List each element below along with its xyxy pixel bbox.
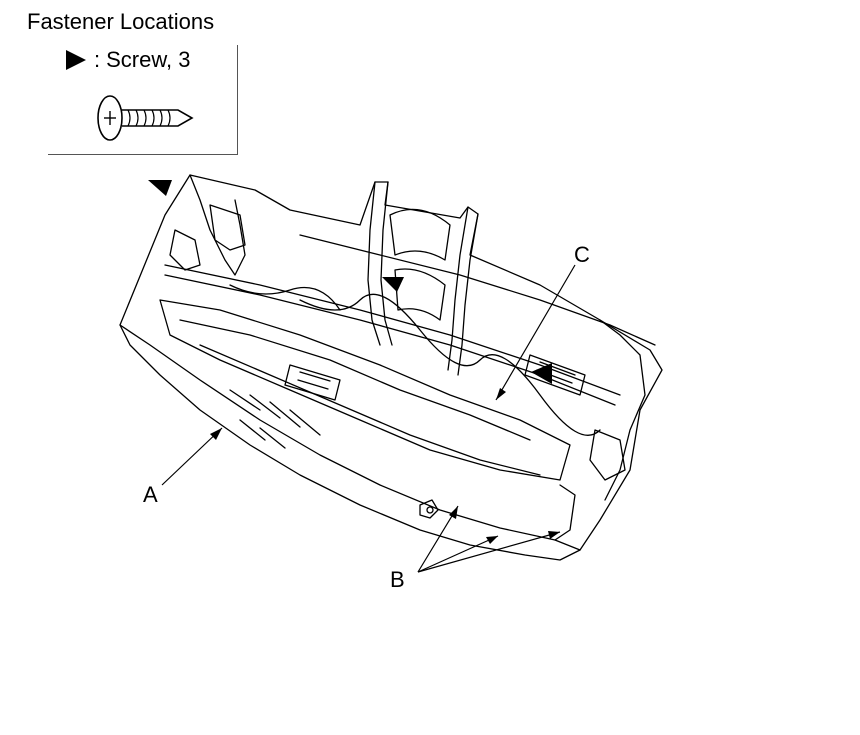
wire-harness <box>299 293 601 436</box>
cross-beam-rear <box>299 234 656 346</box>
right-bracket <box>599 319 646 501</box>
screw-marker-right <box>531 363 552 384</box>
screw-marker-left <box>148 180 172 196</box>
panel-inner-1 <box>159 299 571 481</box>
leader-line-b-3 <box>417 531 561 573</box>
leader-line-c <box>495 264 576 401</box>
leader-arrow-b-3 <box>548 531 560 539</box>
center-vent <box>284 364 341 401</box>
screw-marker-center <box>382 277 404 292</box>
leader-arrow-b-2 <box>486 536 498 544</box>
legend-separator: : <box>94 47 101 72</box>
callout-label-b: B <box>390 567 405 592</box>
leader-line-b-1 <box>417 505 459 573</box>
leader-line-b-2 <box>417 535 499 573</box>
panel-outline <box>119 174 663 561</box>
callout-label-a: A <box>143 482 158 507</box>
center-stay-right <box>447 206 469 371</box>
legend-label: Screw, 3 <box>106 47 191 72</box>
panel-inner-3 <box>199 344 541 476</box>
cross-beam-upper <box>164 264 621 396</box>
panel-hatching <box>229 389 321 449</box>
panel-lower-lip <box>119 324 581 551</box>
center-duct <box>389 208 451 261</box>
left-bracket <box>189 174 246 276</box>
center-stay-left <box>367 181 381 346</box>
cross-beam-lower <box>164 274 616 406</box>
callout-label-c: C <box>574 242 590 267</box>
leader-line-a <box>161 427 223 486</box>
leader-arrow-c <box>496 388 506 400</box>
panel-inner-2 <box>179 319 531 441</box>
clip-detail <box>419 499 439 519</box>
leader-arrow-b-1 <box>449 506 458 519</box>
page-title: Fastener Locations <box>27 9 215 34</box>
fastener-legend: : Screw, 3 <box>48 45 238 155</box>
black-triangle-marker-icon <box>66 50 86 70</box>
right-vent <box>524 354 586 396</box>
screw-icon <box>97 95 194 141</box>
legend-row: : Screw, 3 <box>66 45 191 75</box>
leader-arrow-a <box>210 428 222 440</box>
